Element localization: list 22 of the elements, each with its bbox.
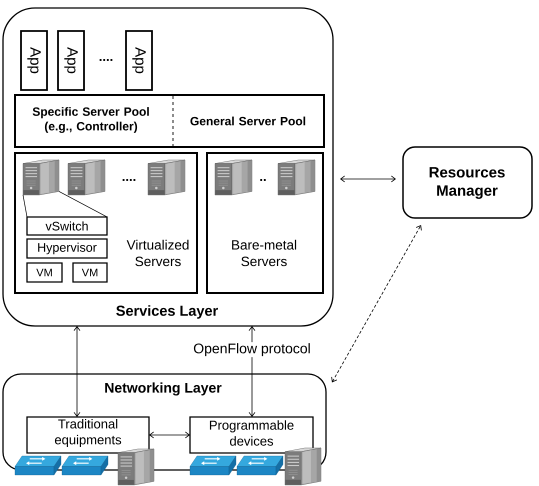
device-box: Traditional equipments	[26, 416, 150, 454]
pool-box: Specific Server Pool (e.g., Controller) General Server Pool	[14, 94, 325, 148]
double-arrow	[340, 176, 396, 182]
device-box: Programmable devices	[189, 416, 314, 454]
app-box: App	[125, 30, 153, 91]
vm-box: VM	[26, 262, 63, 283]
callout-line	[22, 194, 28, 218]
app-box: App	[20, 30, 48, 91]
double-arrow	[331, 224, 422, 382]
manager-box: Resources Manager	[402, 146, 533, 219]
ellipsis: ....	[122, 179, 136, 181]
server-icon	[22, 160, 60, 196]
component-box: vSwitch	[26, 216, 108, 236]
component-box: Hypervisor	[26, 238, 108, 259]
ellipsis: ....	[100, 59, 112, 61]
app-box: App	[57, 30, 85, 91]
double-arrow	[149, 432, 190, 438]
edge-label: OpenFlow protocol	[192, 342, 312, 358]
callout-line	[58, 191, 108, 218]
vm-box: VM	[72, 262, 108, 283]
ellipsis: ..	[260, 179, 266, 181]
double-arrow	[74, 326, 80, 417]
